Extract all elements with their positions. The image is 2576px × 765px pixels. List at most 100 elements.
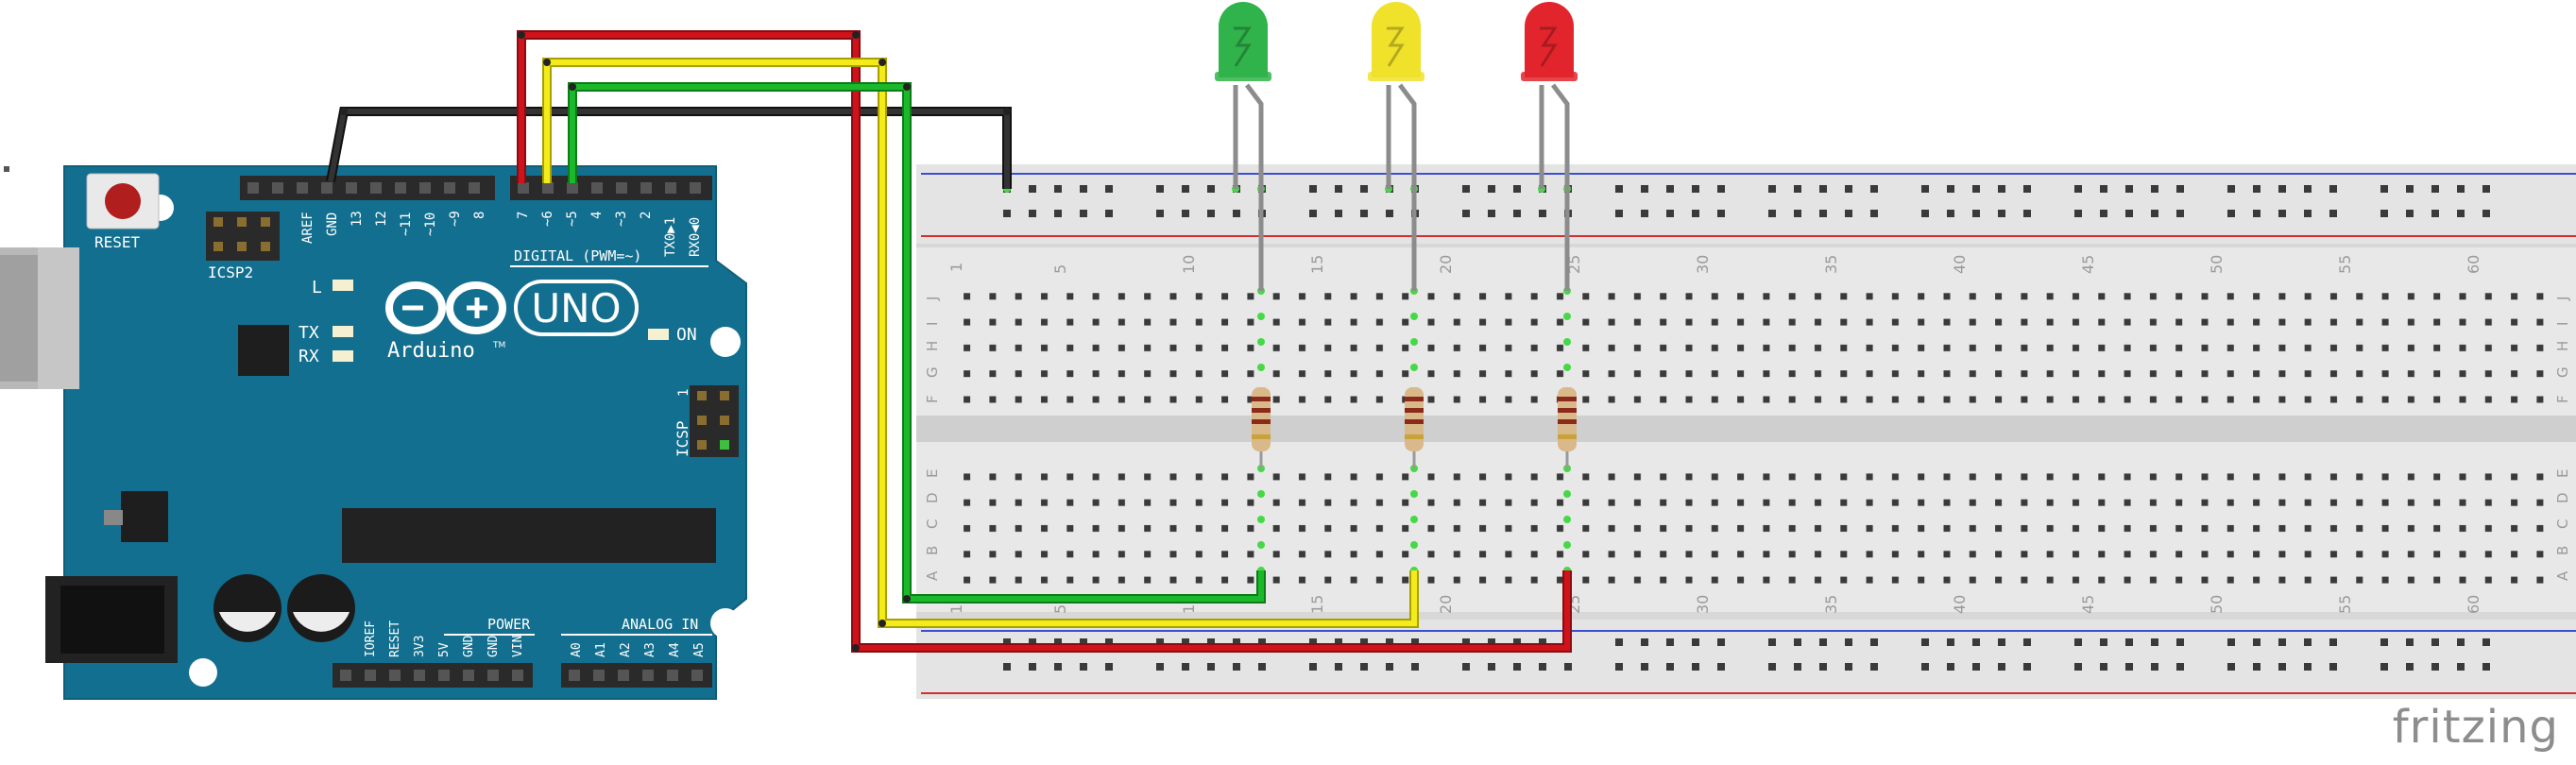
rail-hole <box>1819 210 1827 217</box>
rail-hole <box>2406 185 2414 193</box>
rail-hole <box>1768 210 1776 217</box>
col-number: 40 <box>1951 595 1969 614</box>
pin-label: 13 <box>350 211 365 227</box>
rail-hole <box>1309 185 1317 193</box>
rail-hole <box>1692 185 1699 193</box>
pin-label: GND <box>486 635 501 657</box>
col-number: 45 <box>2079 255 2097 274</box>
col-number: 1 <box>947 604 965 614</box>
analog-label: ANALOG IN <box>622 616 698 633</box>
rail-hole <box>1947 663 1954 671</box>
rail-hole <box>2406 638 2414 646</box>
rail-hole <box>1488 663 1495 671</box>
board-led-indicators: L TX RX ON <box>299 278 697 366</box>
rail-hole <box>2151 210 2158 217</box>
rail-hole <box>1029 638 1036 646</box>
rail-hole <box>1335 185 1342 193</box>
reset-button[interactable] <box>86 173 160 230</box>
rail-hole <box>2074 185 2082 193</box>
rail-hole <box>1156 185 1164 193</box>
col-number: 35 <box>1822 255 1840 274</box>
led-rx-label: RX <box>299 347 319 366</box>
col-number: 50 <box>2208 595 2226 614</box>
rail-hole <box>1029 663 1036 671</box>
rail-hole <box>1462 663 1470 671</box>
rail-hole <box>1641 638 1648 646</box>
rail-hole <box>1462 638 1470 646</box>
col-number: 15 <box>1308 255 1326 274</box>
rail-hole <box>1692 663 1699 671</box>
col-number: 5 <box>1051 264 1069 274</box>
rail-hole <box>1615 663 1623 671</box>
col-number: 25 <box>1565 255 1583 274</box>
rail-hole <box>1462 185 1470 193</box>
rail-hole <box>1972 210 1980 217</box>
icsp-label: ICSP <box>674 420 691 457</box>
rail-hole <box>2074 638 2082 646</box>
rail-hole <box>1513 638 1521 646</box>
rail-hole <box>2151 638 2158 646</box>
rail-hole <box>1666 210 1674 217</box>
rail-hole <box>1054 185 1062 193</box>
pin-label: 5V <box>437 642 452 657</box>
rail-hole <box>1539 210 1546 217</box>
col-number: 15 <box>1308 595 1326 614</box>
rail-hole <box>2482 185 2490 193</box>
icsp2-label: ICSP2 <box>208 264 253 281</box>
rail-hole <box>2023 663 2031 671</box>
row-letter: H <box>2554 341 2571 351</box>
row-letter: C <box>2554 519 2571 529</box>
rail-hole <box>1182 663 1189 671</box>
col-number: 50 <box>2208 255 2226 274</box>
rail-hole <box>2380 663 2388 671</box>
rail-hole <box>1233 663 1240 671</box>
rail-hole <box>2176 210 2184 217</box>
terminal-holes-top <box>948 280 2559 412</box>
rail-hole <box>2227 638 2235 646</box>
led-legs <box>1233 83 1570 291</box>
row-letter: F <box>2554 395 2571 403</box>
rail-hole <box>2380 638 2388 646</box>
trademark-label: TM <box>492 341 505 350</box>
uno-badge: UNO <box>514 280 639 336</box>
usb-chip <box>238 325 289 376</box>
rail-hole <box>1207 663 1215 671</box>
rail-hole <box>2304 185 2312 193</box>
pin-label: A2 <box>619 642 633 657</box>
pin-label: IOREF <box>364 620 378 657</box>
rail-hole <box>2380 210 2388 217</box>
rail-hole <box>2074 210 2082 217</box>
terminal-holes-bottom <box>948 457 2559 589</box>
rail-hole <box>1972 638 1980 646</box>
rail-hole <box>2304 638 2312 646</box>
rail-hole <box>1539 663 1546 671</box>
rail-hole <box>1105 638 1113 646</box>
row-letter: I <box>924 322 941 326</box>
rail-hole <box>1029 185 1036 193</box>
top-power-rail <box>916 164 2576 244</box>
rail-holes <box>1003 185 2490 671</box>
column-numbers-top: 1 5 10 15 20 25 30 35 40 45 50 55 60 <box>947 255 2482 274</box>
analog-pin-labels: A0 A1 A2 A3 A4 A5 <box>570 642 707 657</box>
pin-label: 4 <box>589 212 605 219</box>
pin-label: 2 <box>639 212 654 219</box>
rail-hole <box>1921 210 1929 217</box>
rail-hole <box>1207 185 1215 193</box>
led-group <box>1215 2 1578 81</box>
rail-hole <box>1845 210 1852 217</box>
rail-hole <box>1947 638 1954 646</box>
rail-hole <box>2125 185 2133 193</box>
col-number: 20 <box>1437 595 1455 614</box>
rail-hole <box>1488 638 1495 646</box>
rail-hole <box>1692 638 1699 646</box>
row-letter: I <box>2554 322 2571 326</box>
rail-hole <box>1360 663 1368 671</box>
rail-hole <box>1972 663 1980 671</box>
col-number: 10 <box>1180 255 1198 274</box>
rail-hole <box>1870 210 1878 217</box>
rail-hole <box>1003 638 1011 646</box>
pin-label: A3 <box>643 642 657 657</box>
rail-hole <box>1411 663 1419 671</box>
rail-hole <box>1386 210 1393 217</box>
pin-label: GND <box>462 635 476 657</box>
